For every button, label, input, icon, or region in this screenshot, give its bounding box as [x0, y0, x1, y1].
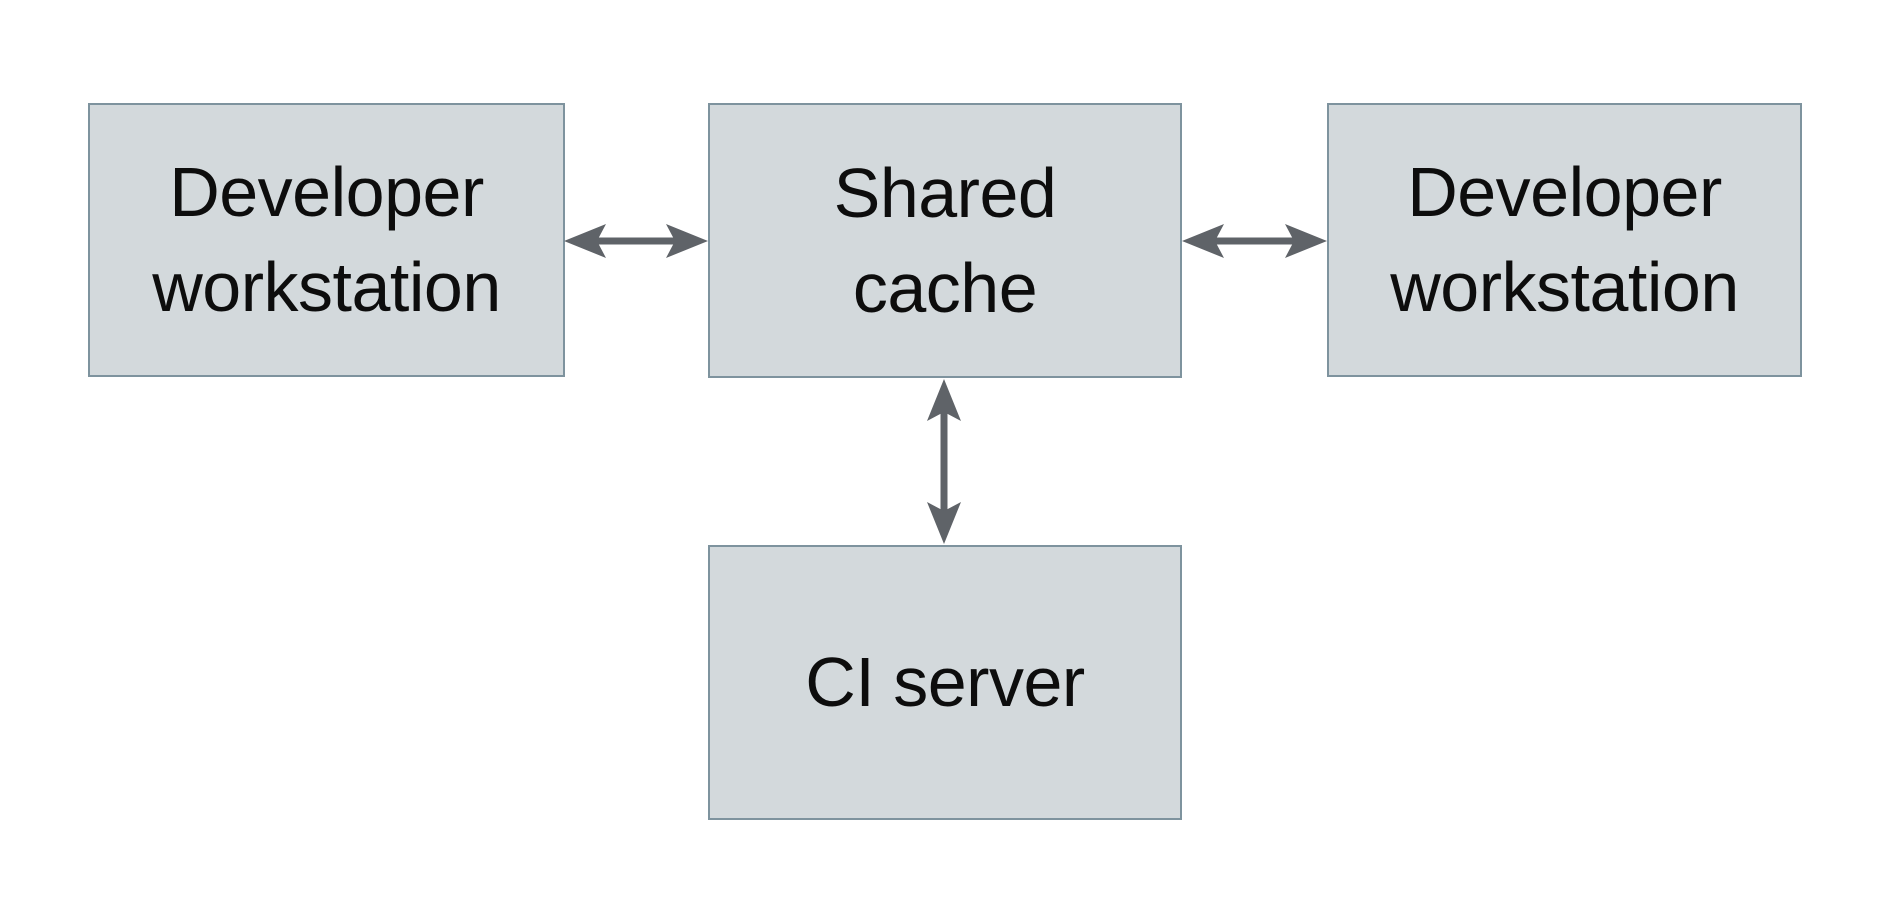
node-developer-workstation-right: Developer workstation [1327, 103, 1802, 377]
node-developer-workstation-left: Developer workstation [88, 103, 565, 377]
bidirectional-arrow-cache-ci-server-icon [927, 379, 961, 544]
node-label-line: CI server [805, 643, 1085, 721]
node-label-line: Developer [169, 153, 484, 231]
bidirectional-arrow-workstation-left-cache-icon [564, 224, 708, 258]
node-label-line: workstation [152, 248, 501, 326]
node-ci-server: CI server [708, 545, 1182, 820]
node-label-line: cache [852, 248, 1038, 327]
bidirectional-arrow-cache-workstation-right-icon [1182, 224, 1327, 258]
node-shared-cache: Shared cache [708, 103, 1182, 378]
node-label-line: Shared [833, 153, 1057, 232]
node-label-line: Developer [1407, 153, 1722, 231]
node-label-line: workstation [1390, 248, 1739, 326]
